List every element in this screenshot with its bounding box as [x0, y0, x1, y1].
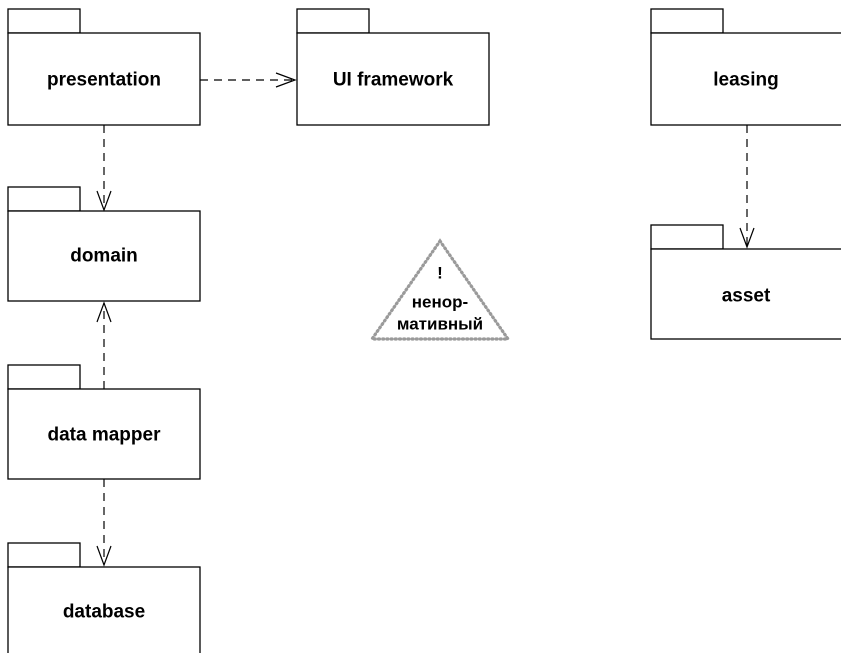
- arrowhead-open: [739, 227, 755, 249]
- package-asset: asset: [650, 224, 841, 340]
- package-presentation-tab: [7, 8, 81, 34]
- package-data-mapper-body: [7, 388, 201, 480]
- package-asset-tab: [650, 224, 724, 250]
- package-leasing-label: leasing: [713, 70, 778, 91]
- non-normative-note: ! ненор- мативный: [368, 238, 512, 341]
- package-presentation: presentation: [7, 8, 201, 126]
- dependency-data-mapper-to-database: [96, 479, 112, 567]
- dependency-leasing-to-asset: [739, 125, 755, 249]
- package-ui-framework-body: [296, 32, 490, 126]
- package-ui-framework-label: UI framework: [333, 70, 454, 91]
- dependency-presentation-to-domain: [96, 125, 112, 212]
- package-presentation-label: presentation: [47, 70, 161, 91]
- package-database-body: [7, 566, 201, 653]
- note-line1: ненор-: [412, 293, 468, 312]
- package-domain-body: [7, 210, 201, 302]
- note-exclamation: !: [437, 264, 443, 283]
- arrowhead-open: [96, 301, 112, 323]
- package-leasing-tab: [650, 8, 724, 34]
- package-ui-framework-tab: [296, 8, 370, 34]
- package-leasing: leasing: [650, 8, 841, 126]
- arrowhead-open: [275, 72, 297, 88]
- package-asset-label: asset: [722, 286, 771, 307]
- warning-triangle-icon: [368, 238, 512, 341]
- package-data-mapper: data mapper: [7, 364, 201, 480]
- note-line2: мативный: [397, 315, 483, 334]
- package-database: database: [7, 542, 201, 653]
- package-database-label: database: [63, 602, 145, 623]
- arrowhead-open: [96, 190, 112, 212]
- package-data-mapper-tab: [7, 364, 81, 390]
- package-domain-label: domain: [70, 246, 138, 267]
- package-domain-tab: [7, 186, 81, 212]
- package-domain: domain: [7, 186, 201, 302]
- package-presentation-body: [7, 32, 201, 126]
- dependency-data-mapper-to-domain: [96, 301, 112, 389]
- package-data-mapper-label: data mapper: [48, 425, 162, 446]
- arrowhead-open: [96, 545, 112, 567]
- package-leasing-body: [650, 32, 841, 126]
- package-database-tab: [7, 542, 81, 568]
- package-ui-framework: UI framework: [296, 8, 490, 126]
- dependency-presentation-to-ui-framework: [200, 72, 297, 88]
- package-asset-body: [650, 248, 841, 340]
